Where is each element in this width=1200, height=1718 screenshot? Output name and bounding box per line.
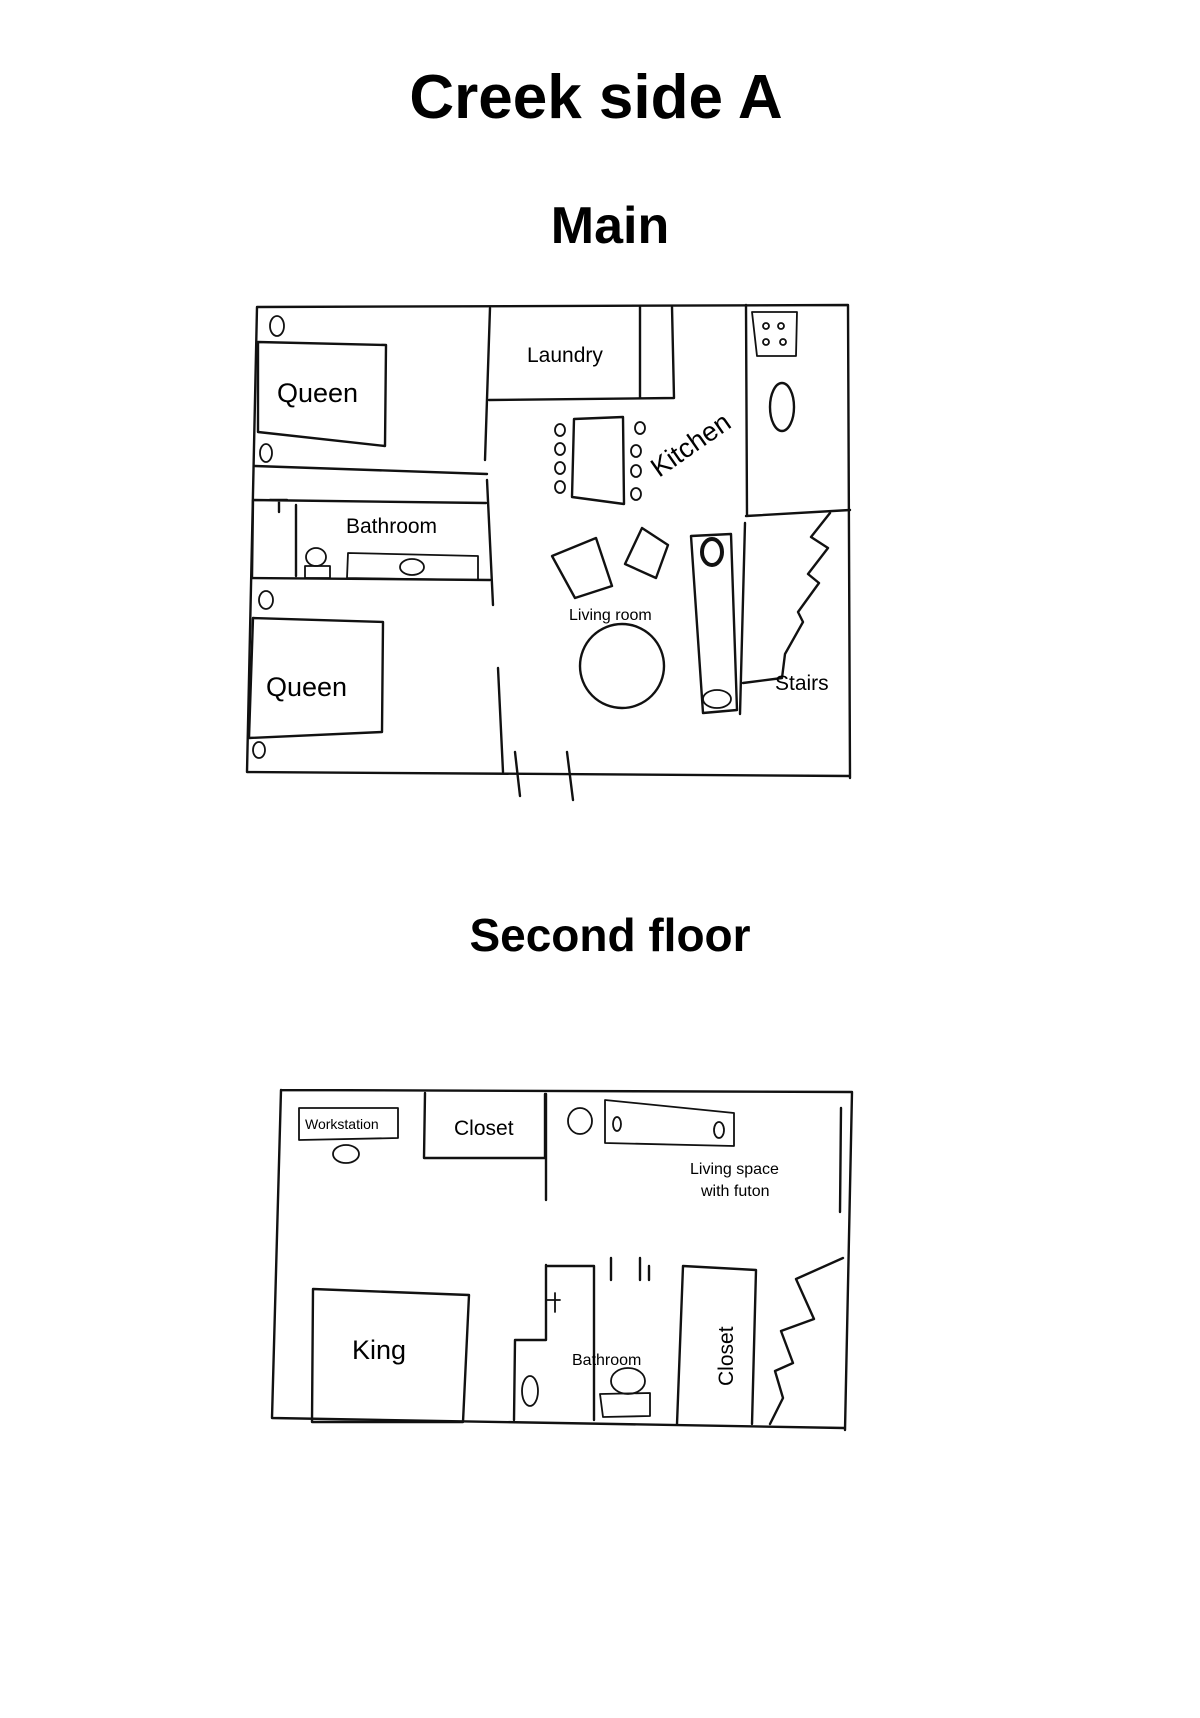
room-label-closet-top: Closet — [454, 1117, 514, 1140]
interior-wall — [253, 464, 489, 476]
queen-bed-top — [256, 340, 388, 448]
room-label-closet-side: Closet — [715, 1326, 738, 1386]
room-label-king: King — [352, 1335, 406, 1365]
bathtub — [346, 552, 479, 581]
interior-wall — [483, 306, 505, 774]
futon-pillow — [713, 1121, 725, 1139]
room-label-living-space-line1: Living space — [690, 1161, 779, 1178]
room-label-bathroom: Bathroom — [572, 1352, 641, 1369]
bar-stools — [554, 421, 646, 501]
kitchen-wall — [744, 303, 852, 518]
room-label-stairs: Stairs — [775, 672, 829, 695]
closet-wall — [675, 1264, 758, 1426]
armchair — [623, 526, 670, 580]
king-bed — [310, 1287, 471, 1424]
main-floor-title: Main — [550, 197, 670, 255]
outer-wall — [270, 1088, 854, 1432]
room-label-living-space-line2: with futon — [700, 1183, 769, 1200]
second-floor-title: Second floor — [469, 909, 751, 961]
sofa-cushion — [702, 689, 732, 709]
document-title: Creek side A — [409, 63, 783, 132]
futon — [604, 1099, 735, 1147]
lamp — [258, 590, 274, 610]
lamp — [252, 741, 266, 759]
lamp — [269, 315, 285, 337]
entrance-door — [513, 750, 575, 802]
room-label-living-room: Living room — [569, 607, 652, 624]
stairs — [741, 511, 832, 685]
coffee-table — [578, 622, 666, 710]
armchair — [550, 536, 614, 600]
stairs-wall — [738, 521, 747, 716]
stairs — [768, 1256, 845, 1426]
interior-wall — [838, 1106, 843, 1214]
room-label-queen-bottom: Queen — [266, 672, 347, 702]
sink — [610, 1367, 646, 1395]
bathroom-wall — [512, 1256, 651, 1422]
room-label-bathroom: Bathroom — [346, 515, 437, 538]
lamp — [259, 443, 273, 463]
sink-counter — [599, 1392, 651, 1418]
laundry-wall — [487, 305, 676, 402]
room-label-workstation: Workstation — [305, 1116, 379, 1132]
stove-burners — [762, 322, 787, 346]
queen-bed-bottom — [247, 616, 385, 740]
toilet-tank — [304, 565, 331, 579]
main-floor-plan: Queen Laundry Kitchen Bathroom Living ro… — [245, 303, 852, 802]
sink — [399, 558, 425, 576]
futon-pillow — [612, 1116, 622, 1132]
workstation-desk — [298, 1107, 399, 1141]
kitchen-island — [570, 415, 626, 506]
room-label-laundry: Laundry — [527, 344, 603, 367]
room-label-queen-top: Queen — [277, 378, 358, 408]
sofa-cushion — [700, 537, 724, 567]
bathroom-door — [545, 1292, 561, 1313]
sofa — [689, 532, 739, 715]
stove — [751, 311, 798, 357]
desk-chair — [332, 1144, 360, 1164]
toilet — [521, 1375, 539, 1407]
lamp — [567, 1107, 593, 1135]
kitchen-sink — [768, 381, 796, 433]
